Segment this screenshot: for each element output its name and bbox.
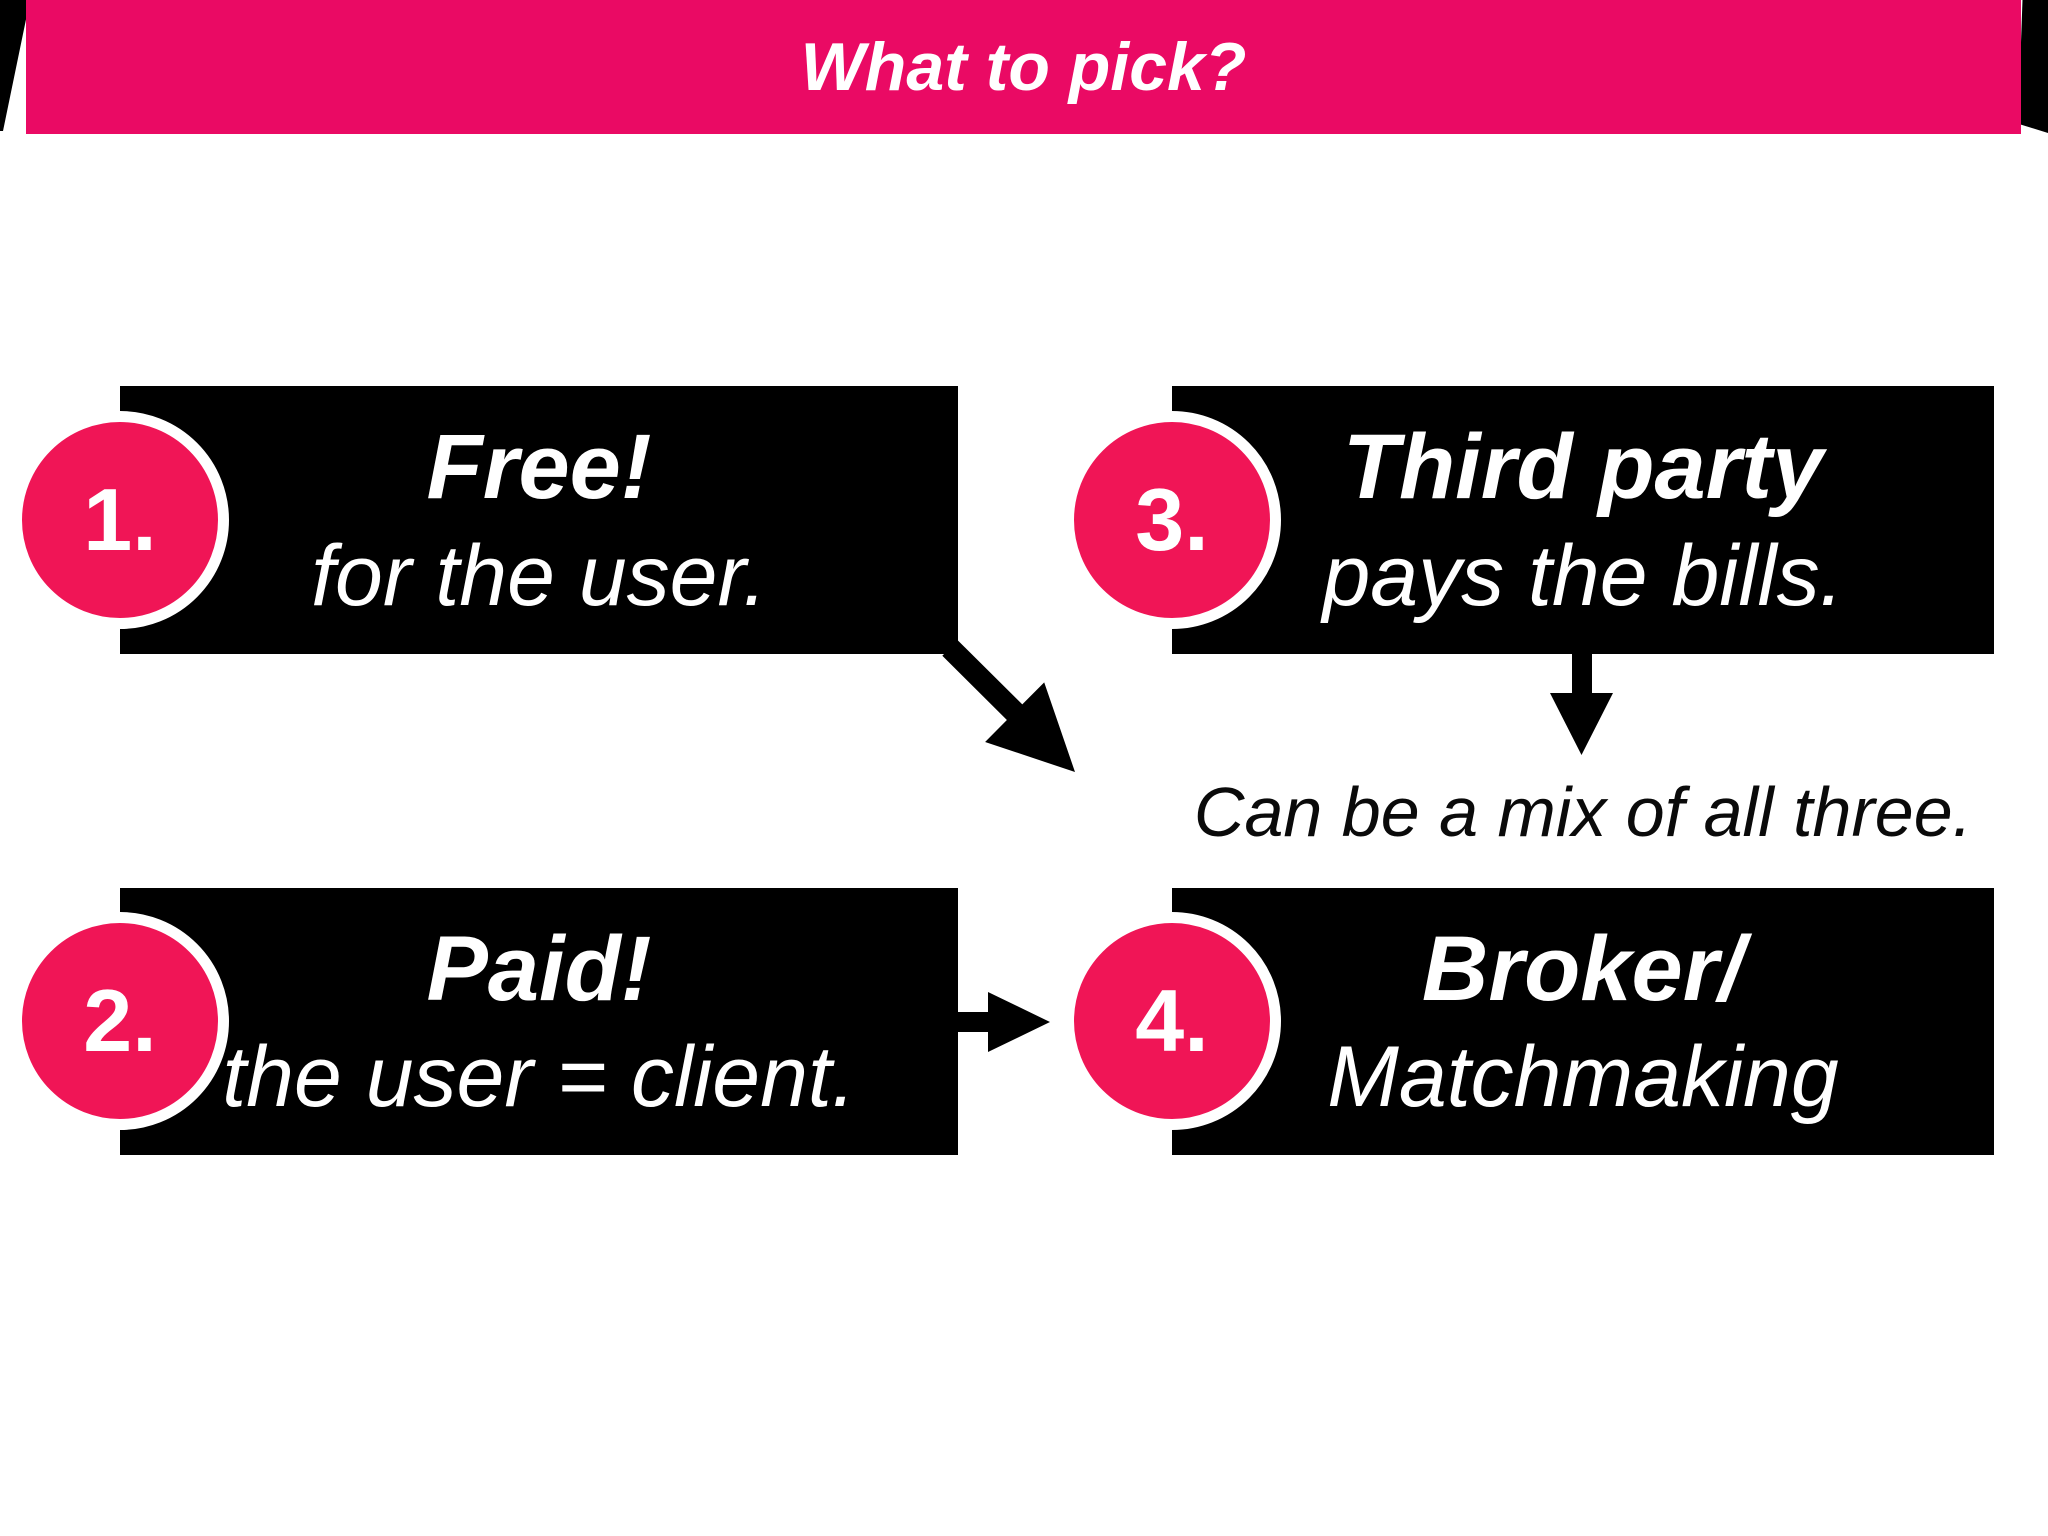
option-box-paid: Paid! the user = client. — [120, 888, 958, 1155]
option-subtitle: the user = client. — [222, 1029, 856, 1126]
option-title: Paid! — [426, 917, 652, 1020]
option-title: Broker/ — [1421, 917, 1745, 1020]
option-box-third-party: Third party pays the bills. — [1172, 386, 1994, 654]
option-subtitle: Matchmaking — [1327, 1029, 1839, 1126]
option-number-badge-3: 3. — [1063, 411, 1281, 629]
mix-note: Can be a mix of all three. — [1193, 773, 1973, 851]
option-number: 3. — [1135, 470, 1209, 569]
option-number: 4. — [1135, 971, 1209, 1070]
option-number: 1. — [83, 470, 157, 569]
option-subtitle: pays the bills. — [1322, 527, 1844, 624]
arrow-right-icon — [956, 992, 1050, 1052]
option-number-badge-4: 4. — [1063, 912, 1281, 1130]
corner-wedge-right — [2018, 0, 2048, 133]
option-number-badge-2: 2. — [11, 912, 229, 1130]
arrow-down-right-icon — [942, 640, 1075, 772]
option-number: 2. — [83, 971, 157, 1070]
option-subtitle: for the user. — [311, 527, 767, 624]
option-title: Third party — [1342, 416, 1824, 519]
option-number-badge-1: 1. — [11, 411, 229, 629]
option-title: Free! — [426, 416, 652, 519]
option-box-broker: Broker/ Matchmaking — [1172, 888, 1994, 1155]
slide-title: What to pick? — [800, 29, 1247, 105]
arrow-down-icon — [1550, 646, 1613, 755]
option-box-free: Free! for the user. — [120, 386, 958, 654]
title-banner: What to pick? — [26, 0, 2021, 134]
